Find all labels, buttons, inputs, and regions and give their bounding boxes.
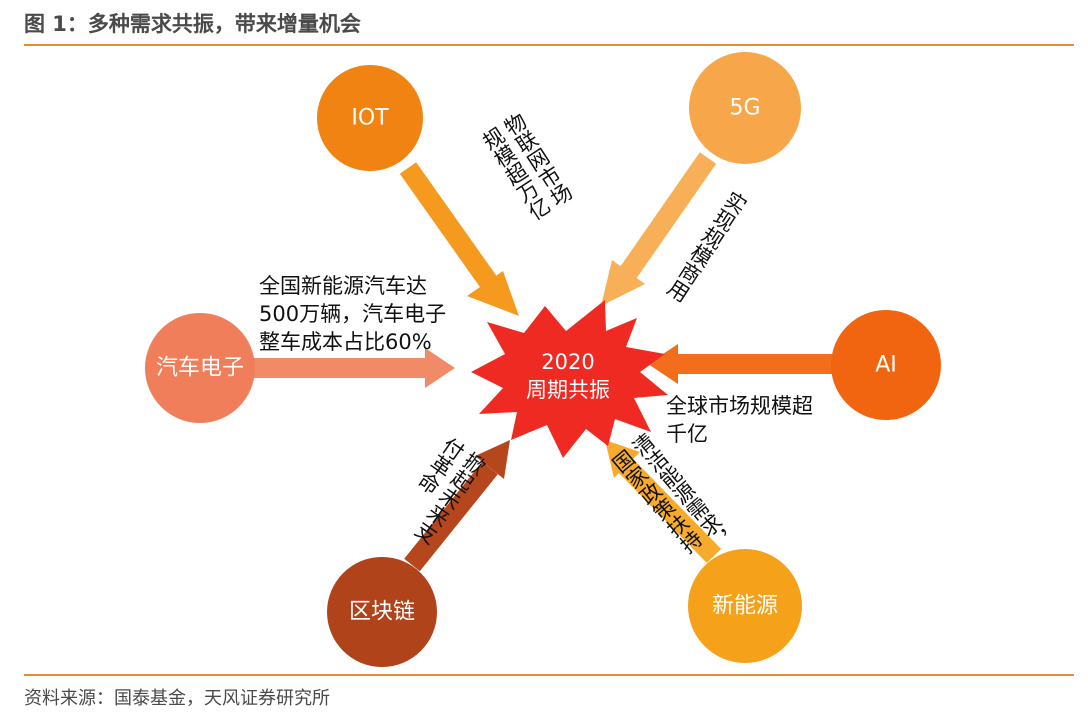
node-ev-label: 汽车电子 xyxy=(156,356,244,381)
note-ev-line-3: 整车成本占比60% xyxy=(259,330,432,354)
node-5g-label: 5G xyxy=(729,96,760,121)
note-ai-line-1: 全球市场规模超 xyxy=(666,394,813,418)
center-burst-shape xyxy=(471,300,668,458)
node-iot: IOT xyxy=(317,65,423,171)
arrow-chain xyxy=(404,440,510,572)
note-ai-line-2: 千亿 xyxy=(666,422,708,446)
node-5g: 5G xyxy=(689,52,801,164)
top-rule xyxy=(24,44,1074,46)
node-chain: 区块链 xyxy=(327,557,437,667)
note-ev-line-1: 全国新能源汽车达 xyxy=(259,274,427,298)
node-ai-label: AI xyxy=(875,353,897,378)
source-note: 资料来源：国泰基金，天风证券研究所 xyxy=(24,688,330,709)
note-ai: 全球市场规模超 千亿 xyxy=(666,392,813,448)
arrow-ai xyxy=(648,344,832,384)
center-title: 周期共振 xyxy=(526,378,610,402)
node-iot-label: IOT xyxy=(351,106,389,131)
bottom-rule xyxy=(24,674,1074,676)
arrow-iot xyxy=(399,162,519,316)
arrow-ev xyxy=(246,348,455,388)
arrow-energy xyxy=(605,440,722,563)
node-ai: AI xyxy=(831,310,941,420)
note-ev-line-2: 500万辆，汽车电子 xyxy=(259,302,447,326)
figure-title: 图 1：多种需求共振，带来增量机会 xyxy=(24,12,361,36)
node-energy-label: 新能源 xyxy=(712,594,778,619)
node-ev: 汽车电子 xyxy=(145,313,255,423)
note-ev: 全国新能源汽车达 500万辆，汽车电子 整车成本占比60% xyxy=(259,272,446,356)
arrow-5g xyxy=(601,152,717,306)
node-energy: 新能源 xyxy=(688,549,802,663)
node-chain-label: 区块链 xyxy=(349,600,415,625)
center-year: 2020 xyxy=(541,350,594,374)
